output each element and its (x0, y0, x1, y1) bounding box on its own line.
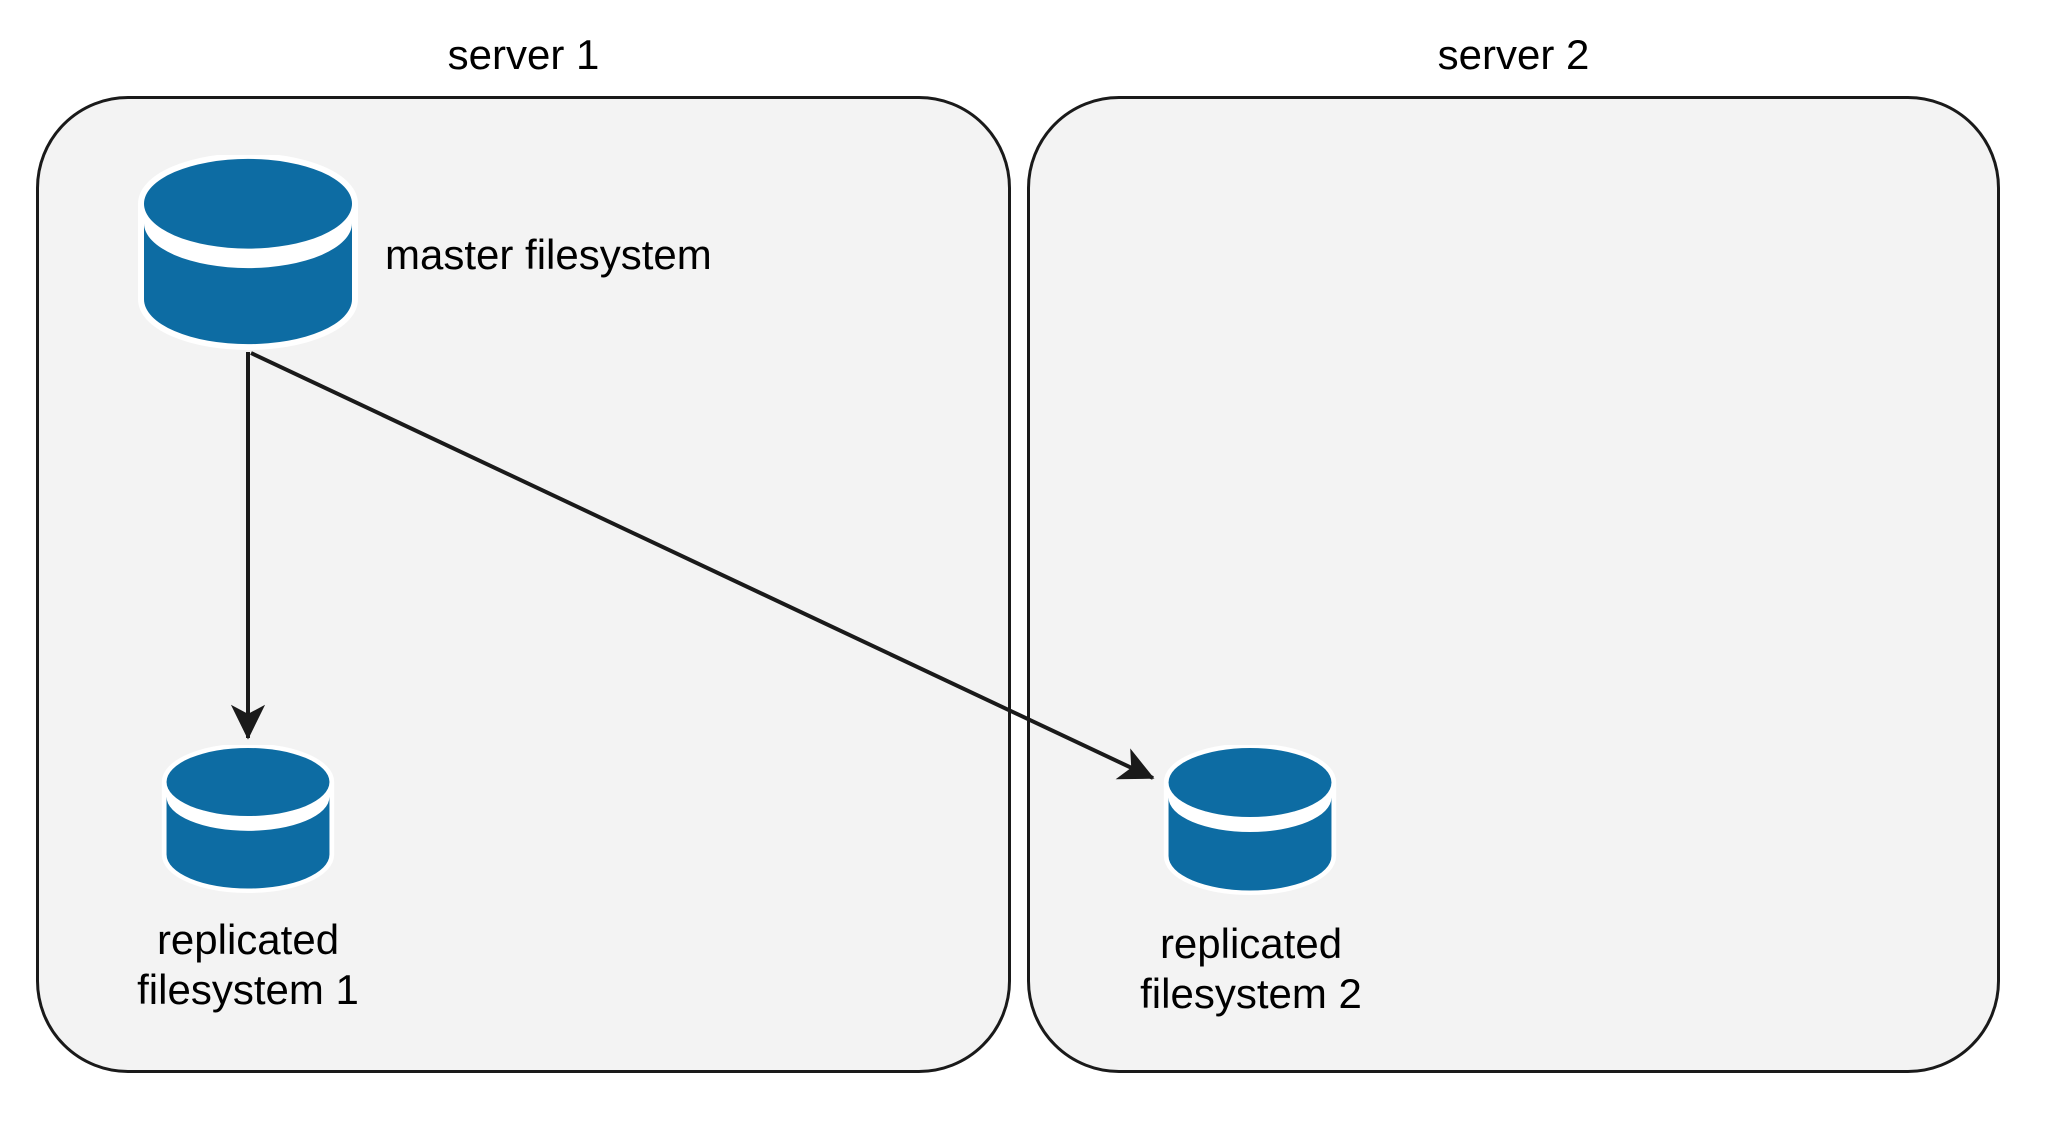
database-icon (1163, 745, 1337, 895)
database-icon-body (166, 796, 330, 889)
replicated-filesystem-1-label-line1: replicated (156, 916, 340, 963)
database-icon-body (1168, 797, 1332, 891)
server1-title: server 1 (447, 31, 600, 78)
database-icon-lid (1168, 748, 1332, 817)
database-icon-lid (144, 158, 352, 249)
database-icon-lid (166, 747, 330, 817)
master-filesystem-label: master filesystem (385, 231, 712, 278)
replicated-filesystem-1-label: replicated filesystem 1 (137, 915, 359, 1015)
replicated-filesystem-1-label-line2: filesystem 1 (137, 966, 359, 1013)
replicated-filesystem-2-label: replicated filesystem 2 (1140, 919, 1362, 1019)
database-icon (138, 155, 358, 350)
database-icon (161, 745, 335, 893)
database-icon-body (144, 223, 352, 345)
server2-box (1027, 96, 2000, 1073)
replicated-filesystem-2-label-line2: filesystem 2 (1140, 970, 1362, 1017)
server2-title: server 2 (1437, 31, 1590, 78)
replicated-filesystem-2-label-line1: replicated (1159, 920, 1343, 967)
